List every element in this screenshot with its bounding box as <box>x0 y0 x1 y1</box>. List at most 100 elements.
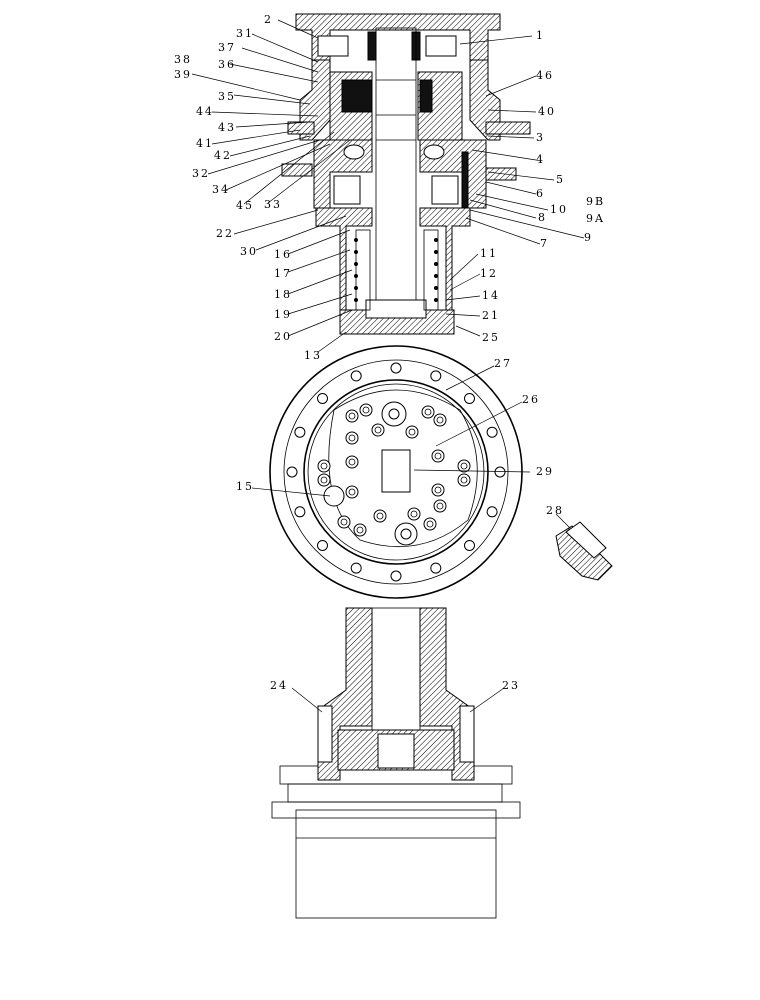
leader-lines-middle <box>251 365 531 497</box>
inner-bolt-circle <box>317 403 471 537</box>
label-39: 39 <box>174 68 192 81</box>
flange-bolt-hole <box>464 393 475 404</box>
label-12: 12 <box>480 267 498 280</box>
label-20: 20 <box>274 330 292 343</box>
flange-bolt-hole <box>294 426 306 438</box>
flange-bolt-hole <box>317 540 328 551</box>
label-24: 24 <box>270 679 288 692</box>
inner-bolt-head <box>408 428 416 436</box>
inner-bolt-head <box>356 526 364 534</box>
label-40: 40 <box>538 105 556 118</box>
label-1: 1 <box>536 29 545 42</box>
label-28: 28 <box>546 504 564 517</box>
leader-lines-bottom <box>291 687 505 713</box>
label-13: 13 <box>304 349 322 362</box>
label-44: 44 <box>196 105 214 118</box>
label-37: 37 <box>218 41 236 54</box>
flange-bolt-hole <box>494 466 506 478</box>
inner-bolt <box>345 409 359 423</box>
flange-bolt-hole <box>464 540 475 551</box>
label-42: 42 <box>214 149 232 162</box>
inner-bolt <box>433 413 447 427</box>
label-36: 36 <box>218 58 236 71</box>
label-27: 27 <box>494 357 512 370</box>
inner-bolt-head <box>436 416 444 424</box>
label-41: 41 <box>196 137 214 150</box>
inner-bolt-head <box>348 488 356 496</box>
inner-bolt <box>317 473 331 487</box>
inner-bolt-head <box>320 476 328 484</box>
inner-bolt-head <box>348 412 356 420</box>
label-9: 9 <box>584 231 593 244</box>
label-30: 30 <box>240 245 258 258</box>
label-23: 23 <box>502 679 520 692</box>
inner-bolt <box>345 431 359 445</box>
inner-bolt-head <box>460 476 468 484</box>
inner-bolt-head <box>362 406 370 414</box>
flange-bolt-hole <box>350 370 362 382</box>
inner-bolt <box>407 507 421 521</box>
label-45: 45 <box>236 199 254 212</box>
flange-bolt-hole <box>317 393 328 404</box>
label-19: 19 <box>274 308 292 321</box>
label-3: 3 <box>536 131 545 144</box>
flange-bolt-hole <box>486 506 498 518</box>
inner-bolt <box>359 403 373 417</box>
flange-bolt-ring <box>286 362 506 582</box>
label-4: 4 <box>536 153 545 166</box>
inner-bolt-head <box>426 520 434 528</box>
inner-bolt <box>405 425 419 439</box>
spring-dots-right <box>434 238 438 302</box>
label-6: 6 <box>536 187 545 200</box>
inner-bolt <box>345 455 359 469</box>
label-9a: 9A <box>586 212 605 225</box>
inner-bolt-head <box>320 462 328 470</box>
inner-bolt <box>337 515 351 529</box>
label-35: 35 <box>218 90 236 103</box>
label-7: 7 <box>540 237 549 250</box>
flange-bolt-hole <box>286 466 298 478</box>
inner-bolt-head <box>436 502 444 510</box>
label-21: 21 <box>482 309 500 322</box>
label-9b: 9B <box>586 195 605 208</box>
flange-bolt-hole <box>430 562 442 574</box>
label-2: 2 <box>264 13 273 26</box>
label-5: 5 <box>556 173 565 186</box>
label-46: 46 <box>536 69 554 82</box>
inner-bolt-head <box>340 518 348 526</box>
flange-bolt-hole <box>430 370 442 382</box>
flange-bolt-hole <box>390 362 402 374</box>
label-15: 15 <box>236 480 254 493</box>
inner-bolt-head <box>434 486 442 494</box>
inner-bolt-head <box>374 426 382 434</box>
inner-bolt-head <box>424 408 432 416</box>
flange-bolt-hole <box>486 426 498 438</box>
label-11: 11 <box>480 247 498 260</box>
leader-lines-top <box>191 19 585 353</box>
inner-bolt-head <box>348 458 356 466</box>
part-number-labels: 1 2 31 37 38 36 39 46 35 44 40 43 3 41 4… <box>174 13 605 692</box>
label-18: 18 <box>274 288 292 301</box>
inner-bolt <box>457 473 471 487</box>
label-10: 10 <box>550 203 568 216</box>
label-17: 17 <box>274 267 292 280</box>
label-14: 14 <box>482 289 500 302</box>
section-view <box>281 13 531 335</box>
label-16: 16 <box>274 248 292 261</box>
inner-bolt <box>373 509 387 523</box>
inner-bolt-head <box>348 434 356 442</box>
inner-bolt <box>457 459 471 473</box>
label-43: 43 <box>218 121 236 134</box>
label-33: 33 <box>264 198 282 211</box>
label-32: 32 <box>192 167 210 180</box>
inner-bolt <box>353 523 367 537</box>
flange-bolt-hole <box>294 506 306 518</box>
inner-bolt <box>371 423 385 437</box>
inner-bolt <box>317 459 331 473</box>
label-8: 8 <box>538 211 547 224</box>
inner-bolt <box>423 517 437 531</box>
detail-28 <box>555 513 613 581</box>
inner-bolt <box>421 405 435 419</box>
label-26: 26 <box>522 393 540 406</box>
